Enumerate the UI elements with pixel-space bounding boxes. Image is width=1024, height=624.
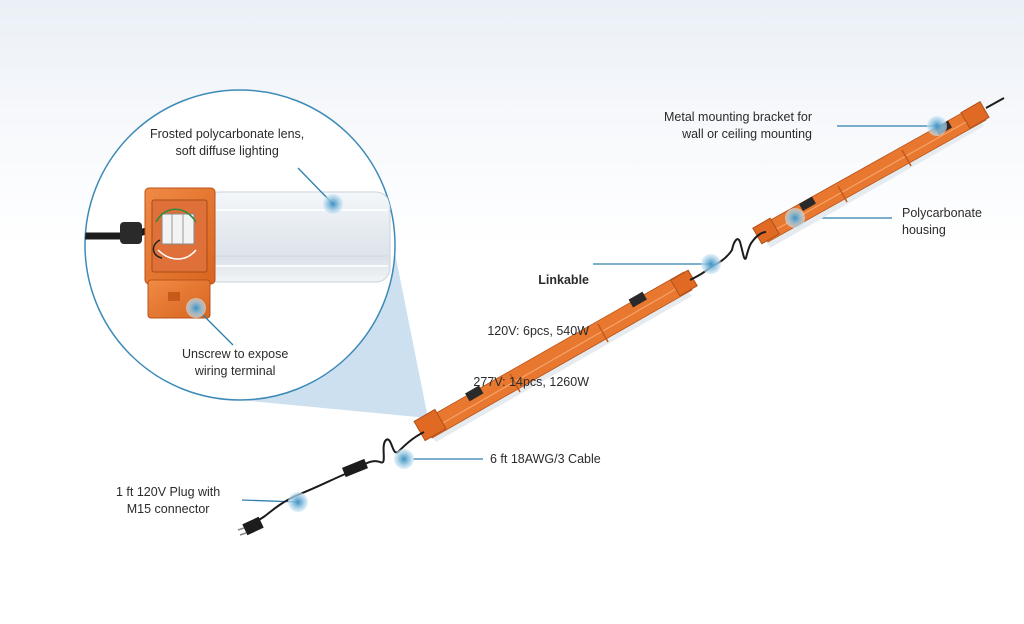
mounting-clip [465, 385, 484, 402]
zoom-detail-view [84, 89, 396, 401]
callout-dot-linkable [701, 254, 721, 274]
callout-dot-housing [785, 208, 805, 228]
linkable-277v: 277V: 14pcs, 1260W [473, 375, 589, 389]
callout-dots [186, 116, 947, 512]
mounting-clip [628, 291, 647, 308]
power-cable [245, 431, 425, 528]
callout-dot-plug [288, 492, 308, 512]
light-fixture-1 [413, 269, 698, 442]
lens-callout: Frosted polycarbonate lens, soft diffuse… [150, 127, 305, 158]
bracket-callout: Metal mounting bracket for wall or ceili… [664, 110, 812, 141]
callout-dot-bracket [927, 116, 947, 136]
plug-callout: 1 ft 120V Plug with M15 connector [116, 485, 221, 516]
light-fixture-2 [752, 97, 1005, 248]
callout-dot-lens [323, 194, 343, 214]
callout-dot-unscrew [186, 298, 206, 318]
linkable-120v: 120V: 6pcs, 540W [487, 324, 589, 338]
housing-callout: Polycarbonate housing [902, 206, 982, 237]
cable-callout: 6 ft 18AWG/3 Cable [490, 452, 601, 466]
unscrew-callout: Unscrew to expose wiring terminal [182, 347, 289, 378]
lens-tube [204, 191, 391, 283]
linkable-title: Linkable [538, 273, 589, 287]
linkable-callout: Linkable 120V: 6pcs, 540W 277V: 14pcs, 1… [470, 238, 589, 408]
wiring-terminal [161, 213, 195, 245]
callout-dot-cable [394, 449, 414, 469]
plug-icon [237, 516, 264, 536]
linking-cable [689, 231, 767, 281]
inline-connector [342, 458, 368, 478]
mounting-clip [798, 196, 816, 211]
